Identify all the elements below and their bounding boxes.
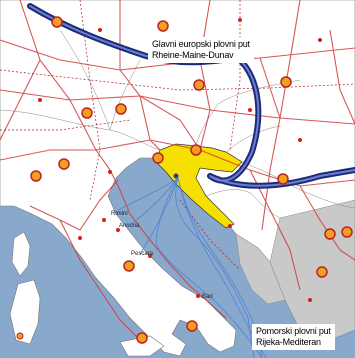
callout-rijeka-mediterranean: Pomorski plovni put Rijeka-Mediteran: [252, 324, 335, 350]
city-marker-ring: [51, 16, 63, 28]
island-sardinia: [9, 279, 41, 345]
croatia-area: [155, 143, 243, 229]
city-label-bari: Bari: [202, 294, 213, 300]
city-marker-ring: [280, 76, 292, 88]
city-marker-ring: [341, 226, 353, 238]
city-marker-ring: [186, 320, 198, 332]
callout-rhine-main-danube: Glavni europski plovni put Rheine-Maine-…: [148, 37, 254, 63]
country-borders: [0, 29, 355, 219]
city-marker-ring: [193, 79, 205, 91]
small-city-markers: [16, 18, 322, 340]
neighbor-area-south: [235, 233, 286, 305]
callout-rijeka-mediterranean-line2: Rijeka-Mediteran: [256, 337, 321, 347]
city-marker-ring: [324, 228, 336, 240]
callout-rhine-main-danube-line1: Glavni europski plovni put: [152, 39, 250, 49]
city-marker-ring: [30, 170, 42, 182]
city-marker-ring: [115, 103, 127, 115]
city-label-pescara: Pescara: [131, 251, 154, 257]
callout-rijeka-mediterranean-line1: Pomorski plovni put: [256, 326, 331, 336]
callout-rhine-main-danube-line2: Rheine-Maine-Dunav: [152, 50, 234, 60]
city-marker-ring: [123, 260, 135, 272]
city-label-rimini: Rimini: [111, 211, 128, 217]
city-marker-ring: [136, 332, 148, 344]
waterway-rhine-main-danube: [27, 3, 355, 189]
city-marker-ring: [157, 20, 169, 32]
city-markers: [30, 16, 353, 344]
road-network: [0, 0, 355, 341]
city-marker-ring: [277, 173, 289, 185]
city-label-ancona: Ancona: [119, 223, 140, 229]
island-corsica: [11, 231, 31, 277]
city-marker-ring: [58, 158, 70, 170]
city-marker-ring: [152, 152, 164, 164]
city-marker-ring: [316, 266, 328, 278]
city-marker-ring: [190, 144, 202, 156]
city-marker-ring: [81, 107, 93, 119]
